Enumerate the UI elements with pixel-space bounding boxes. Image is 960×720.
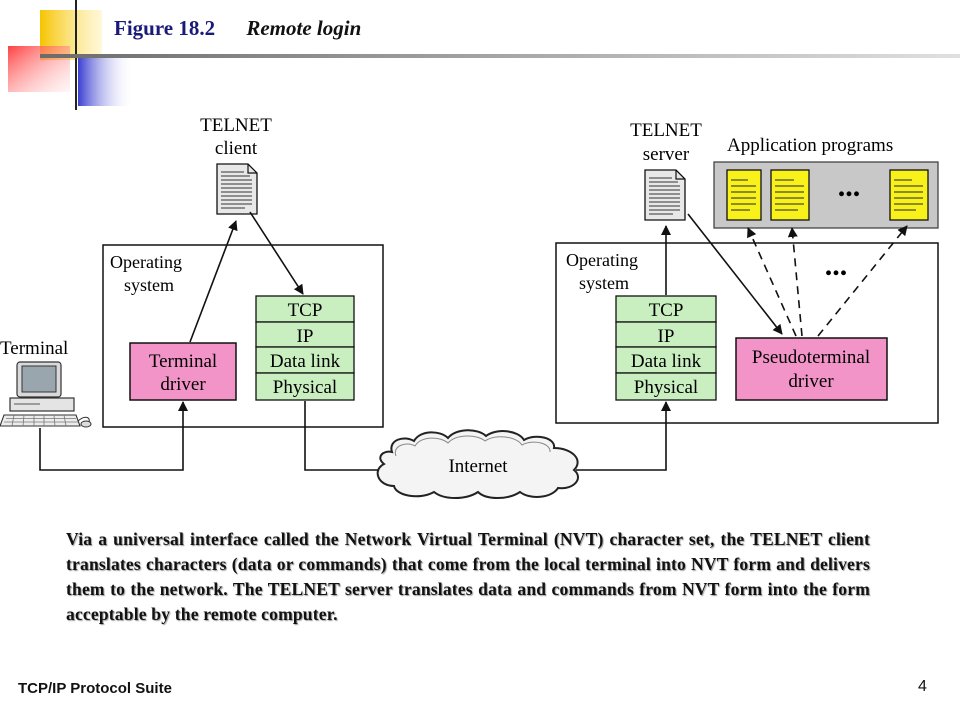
terminal-driver-label-1: Terminal (149, 351, 217, 372)
blue-square (78, 58, 132, 106)
internet-to-server-arrow (576, 401, 671, 471)
telnet-server-label-1: TELNET (630, 120, 702, 141)
application-programs-label: Application programs (727, 135, 893, 156)
server-stack-layer (615, 321, 717, 348)
pseudoterminal-ellipsis: ... (825, 249, 848, 282)
server-stack-layer (615, 346, 717, 374)
red-square (8, 46, 70, 92)
remote-login-diagram: Operating system Terminal driver TCP IP … (0, 115, 939, 499)
client-os-label-1: Operating (110, 252, 182, 272)
footer-course-title: TCP/IP Protocol Suite (18, 680, 172, 697)
client-stack-layer (255, 372, 355, 401)
telnet-server-label-2: server (643, 144, 690, 165)
title-rule (40, 54, 960, 58)
pseudoterminal-driver-box (735, 337, 888, 401)
server-stack-ip: IP (658, 326, 675, 347)
server-os-label-2: system (579, 273, 629, 293)
server-os-label-1: Operating (566, 250, 638, 270)
server-stack-physical: Physical (634, 377, 698, 398)
server-protocol-stack: TCP IP Data link Physical (615, 295, 717, 401)
application-program-doc-icon (770, 169, 810, 221)
application-ellipsis: ... (838, 170, 861, 203)
terminal-driver-label-2: driver (160, 374, 206, 395)
server-to-pseudoterminal-arrow (687, 213, 783, 335)
driver-to-client-arrow (189, 220, 238, 343)
page-number: 4 (918, 678, 927, 695)
caption-text: Via a universal interface called the Net… (66, 529, 870, 624)
pseudoterminal-to-app1-dashed-arrow (747, 227, 797, 337)
client-stack-ip: IP (297, 326, 314, 347)
client-stack-physical: Physical (273, 377, 337, 398)
client-protocol-stack: TCP IP Data link Physical (255, 295, 355, 401)
client-stack-datalink: Data link (270, 351, 341, 372)
terminal-label: Terminal (0, 338, 68, 359)
server-stack-datalink: Data link (631, 351, 702, 372)
server-stack-tcp: TCP (649, 300, 684, 321)
pseudoterminal-to-app2-dashed-arrow (787, 227, 803, 337)
terminal-driver-box (129, 342, 237, 401)
telnet-server-document-icon (644, 169, 686, 221)
terminal-to-driver-arrow (39, 401, 188, 471)
client-physical-to-internet-line (304, 401, 378, 471)
figure-number: Figure 18.2 (114, 16, 216, 40)
figure-name: Remote login (246, 16, 362, 40)
pseudoterminal-driver-label-1: Pseudoterminal (752, 347, 870, 368)
corner-decoration (8, 0, 960, 110)
internet-cloud (376, 429, 579, 499)
pseudoterminal-driver-label-2: driver (788, 371, 834, 392)
telnet-client-label-1: TELNET (200, 115, 272, 136)
client-stack-tcp: TCP (288, 300, 323, 321)
telnet-client-label-2: client (215, 138, 258, 159)
terminal-computer-icon (0, 361, 92, 428)
client-to-tcp-arrow (249, 211, 304, 295)
server-stack-layer (615, 295, 717, 323)
server-stack-layer (615, 372, 717, 401)
internet-label: Internet (448, 456, 508, 477)
telnet-client-document-icon (216, 163, 258, 215)
client-stack-layer (255, 321, 355, 348)
application-program-doc-icon (726, 169, 762, 221)
client-os-label-2: system (124, 275, 174, 295)
client-stack-layer (255, 346, 355, 374)
pseudoterminal-to-app3-dashed-arrow (817, 225, 908, 337)
slide-title: Figure 18.2 Remote login (114, 16, 361, 41)
application-program-doc-icon (889, 169, 929, 221)
